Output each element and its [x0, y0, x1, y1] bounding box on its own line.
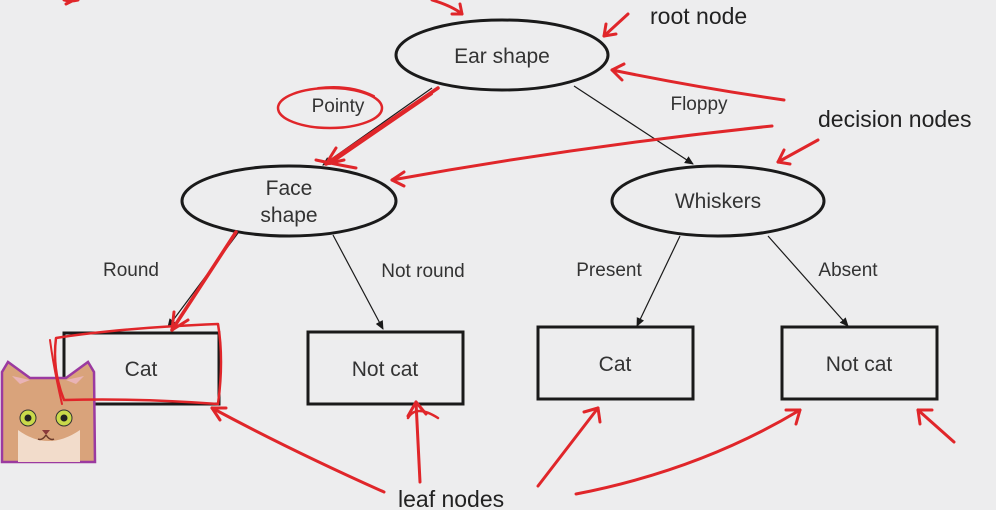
- leaf-node-3-label: Cat: [599, 353, 632, 376]
- annotation-labels: root node decision nodes leaf nodes: [398, 3, 971, 510]
- edge-label-absent: Absent: [818, 260, 878, 281]
- root-node: Ear shape: [394, 18, 610, 92]
- leaf-node-2-box: [306, 330, 465, 406]
- edge-label-present: Present: [576, 260, 642, 281]
- cat-face-icon: [0, 360, 97, 464]
- red-annotations: [49, 0, 956, 496]
- leaf-node-3-box: [536, 325, 695, 401]
- leaf-node-2: Not cat: [306, 330, 465, 406]
- edge-whiskers-to-leaf4: [767, 235, 849, 327]
- whiskers-node-shape: [610, 164, 826, 238]
- annotation-root-node: root node: [650, 3, 747, 29]
- edge-root-to-whiskers: [573, 85, 694, 165]
- leaf-node-1-label: Cat: [125, 358, 158, 381]
- root-node-shape: [394, 18, 610, 92]
- leaf-node-2-label: Not cat: [352, 358, 419, 381]
- face-shape-node: Face shape: [180, 164, 398, 238]
- leaf-node-4-label: Not cat: [826, 353, 893, 376]
- leaf-node-4: Not cat: [780, 325, 939, 401]
- face-shape-node-label-line1: Face: [266, 177, 313, 200]
- whiskers-node: Whiskers: [610, 164, 826, 238]
- edge-label-floppy: Floppy: [670, 94, 728, 115]
- face-shape-node-label-line2: shape: [260, 204, 317, 227]
- root-node-label: Ear shape: [454, 45, 550, 68]
- edge-label-not-round: Not round: [381, 261, 464, 282]
- annotation-leaf-nodes: leaf nodes: [398, 486, 504, 510]
- leaf-node-1: Cat: [62, 331, 221, 406]
- whiskers-node-label: Whiskers: [675, 190, 761, 213]
- edge-labels: Pointy Floppy Round Not round Present Ab…: [103, 94, 878, 282]
- face-shape-node-shape: [180, 164, 398, 238]
- edge-whiskers-to-leaf3: [636, 235, 681, 327]
- edge-face-to-leaf2: [332, 234, 384, 330]
- edge-label-round: Round: [103, 260, 159, 281]
- leaf-node-3: Cat: [536, 325, 695, 401]
- annotation-decision-nodes: decision nodes: [818, 106, 971, 132]
- leaf-node-4-box: [780, 325, 939, 401]
- edge-label-pointy: Pointy: [312, 96, 365, 117]
